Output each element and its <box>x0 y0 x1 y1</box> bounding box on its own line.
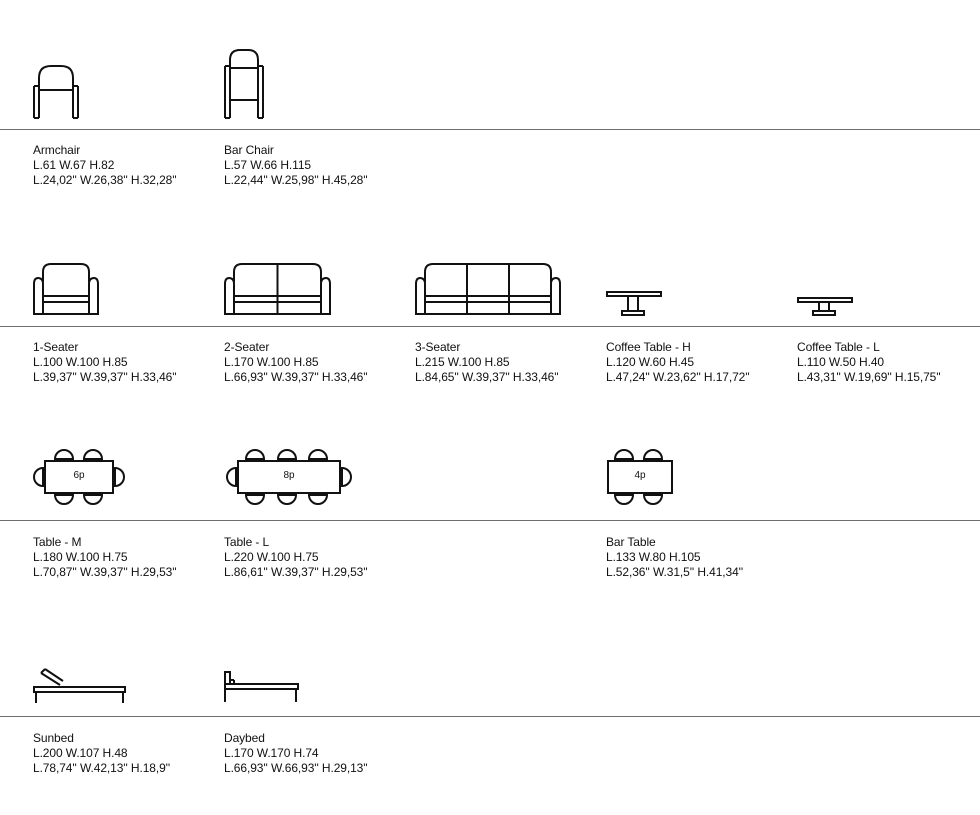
product-name: Daybed <box>224 731 265 745</box>
armchair-icon <box>33 60 79 122</box>
metric-dimensions: L.180 W.100 H.75 <box>33 550 128 564</box>
metric-dimensions: L.170 W.170 H.74 <box>224 746 319 760</box>
product-name: Bar Chair <box>224 143 274 157</box>
coffee-table-high-icon <box>606 291 662 317</box>
product-name: 3-Seater <box>415 340 461 354</box>
metric-dimensions: L.61 W.67 H.82 <box>33 158 115 172</box>
imperial-dimensions: L.66,93'' W.39,37'' H.33,46'' <box>224 370 368 384</box>
imperial-dimensions: L.39,37'' W.39,37'' H.33,46'' <box>33 370 177 384</box>
product-label: Coffee Table - H L.120 W.60 H.45 L.47,24… <box>606 340 750 385</box>
imperial-dimensions: L.47,24'' W.23,62'' H.17,72'' <box>606 370 750 384</box>
table-large-icon: 8p <box>224 443 354 509</box>
product-name: 1-Seater <box>33 340 79 354</box>
metric-dimensions: L.120 W.60 H.45 <box>606 355 694 369</box>
imperial-dimensions: L.52,36'' W.31,5'' H.41,34'' <box>606 565 744 579</box>
imperial-dimensions: L.70,87'' W.39,37'' H.29,53'' <box>33 565 177 579</box>
imperial-dimensions: L.43,31'' W.19,69'' H.15,75'' <box>797 370 941 384</box>
product-label: Bar Table L.133 W.80 H.105 L.52,36'' W.3… <box>606 535 743 580</box>
metric-dimensions: L.220 W.100 H.75 <box>224 550 319 564</box>
table-medium-icon: 6p <box>33 443 129 509</box>
imperial-dimensions: L.66,93'' W.66,93'' H.29,13'' <box>224 761 368 775</box>
product-label: Coffee Table - L L.110 W.50 H.40 L.43,31… <box>797 340 941 385</box>
metric-dimensions: L.133 W.80 H.105 <box>606 550 701 564</box>
product-label: 3-Seater L.215 W.100 H.85 L.84,65'' W.39… <box>415 340 559 385</box>
product-name: Coffee Table - L <box>797 340 880 354</box>
seat-count: 4p <box>634 470 646 481</box>
bar-table-icon: 4p <box>606 443 674 509</box>
product-name: Table - L <box>224 535 270 549</box>
product-label: 1-Seater L.100 W.100 H.85 L.39,37'' W.39… <box>33 340 177 385</box>
product-name: 2-Seater <box>224 340 270 354</box>
metric-dimensions: L.170 W.100 H.85 <box>224 355 319 369</box>
product-label: Table - M L.180 W.100 H.75 L.70,87'' W.3… <box>33 535 177 580</box>
imperial-dimensions: L.22,44'' W.25,98'' H.45,28'' <box>224 173 368 187</box>
imperial-dimensions: L.24,02'' W.26,38'' H.32,28'' <box>33 173 177 187</box>
section-divider <box>0 520 980 521</box>
section-divider <box>0 129 980 130</box>
metric-dimensions: L.100 W.100 H.85 <box>33 355 128 369</box>
product-label: Table - L L.220 W.100 H.75 L.86,61'' W.3… <box>224 535 368 580</box>
section-divider <box>0 326 980 327</box>
product-name: Armchair <box>33 143 81 157</box>
two-seater-sofa-icon <box>224 262 331 316</box>
imperial-dimensions: L.86,61'' W.39,37'' H.29,53'' <box>224 565 368 579</box>
product-name: Bar Table <box>606 535 656 549</box>
three-seater-sofa-icon <box>415 262 561 316</box>
daybed-icon <box>224 670 300 704</box>
imperial-dimensions: L.84,65'' W.39,37'' H.33,46'' <box>415 370 559 384</box>
product-name: Coffee Table - H <box>606 340 691 354</box>
product-label: Daybed L.170 W.170 H.74 L.66,93'' W.66,9… <box>224 731 368 776</box>
seat-count: 6p <box>73 470 85 481</box>
product-label: Bar Chair L.57 W.66 H.115 L.22,44'' W.25… <box>224 143 368 188</box>
product-label: 2-Seater L.170 W.100 H.85 L.66,93'' W.39… <box>224 340 368 385</box>
metric-dimensions: L.200 W.107 H.48 <box>33 746 128 760</box>
product-label: Armchair L.61 W.67 H.82 L.24,02'' W.26,3… <box>33 143 177 188</box>
product-label: Sunbed L.200 W.107 H.48 L.78,74'' W.42,1… <box>33 731 170 776</box>
bar-chair-icon <box>224 48 264 120</box>
coffee-table-low-icon <box>797 297 853 317</box>
sunbed-icon <box>33 667 127 705</box>
product-name: Sunbed <box>33 731 74 745</box>
metric-dimensions: L.215 W.100 H.85 <box>415 355 510 369</box>
one-seater-sofa-icon <box>33 262 99 316</box>
seat-count: 8p <box>283 470 295 481</box>
section-divider <box>0 716 980 717</box>
metric-dimensions: L.110 W.50 H.40 <box>797 355 885 369</box>
metric-dimensions: L.57 W.66 H.115 <box>224 158 312 172</box>
imperial-dimensions: L.78,74'' W.42,13'' H.18,9'' <box>33 761 171 775</box>
product-name: Table - M <box>33 535 82 549</box>
